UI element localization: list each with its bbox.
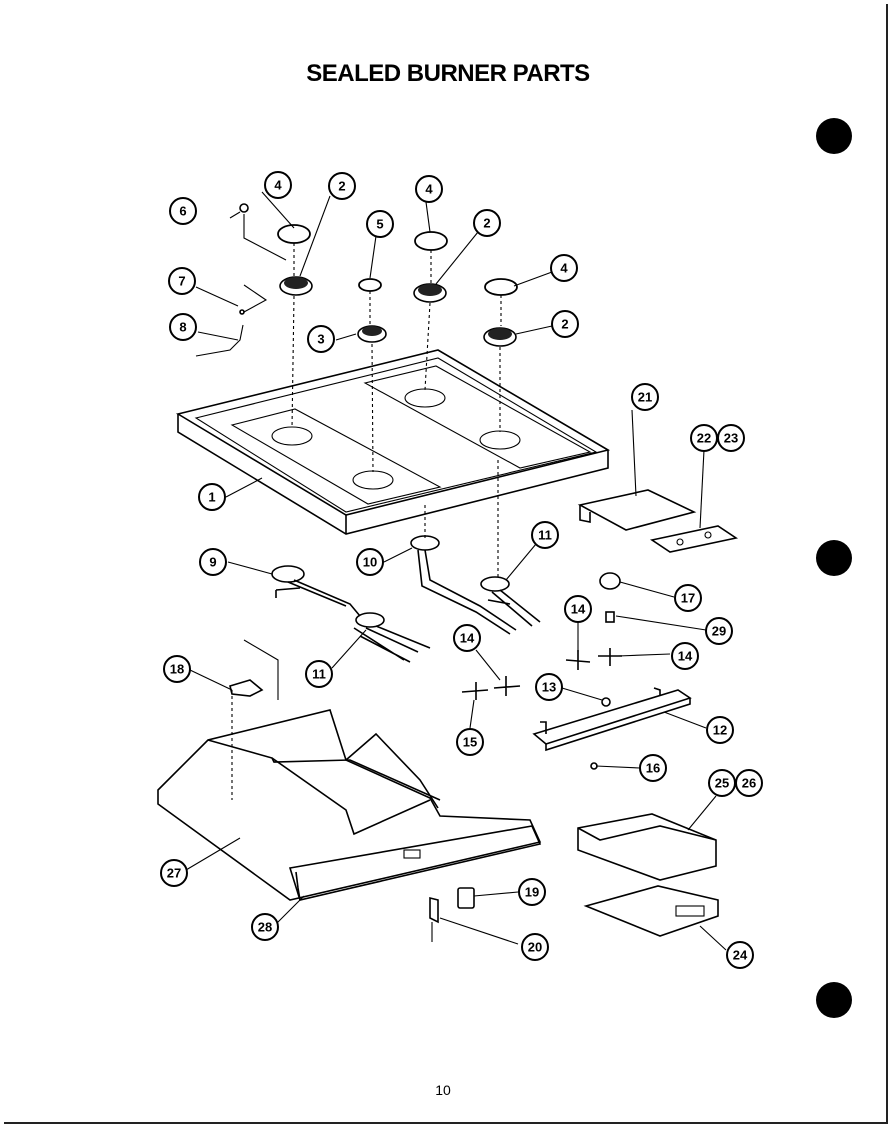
callout-16: 16 (639, 754, 667, 782)
cooktop-panel (175, 349, 611, 535)
binder-hole-middle (816, 540, 852, 576)
svg-text:27: 27 (167, 866, 181, 881)
svg-text:20: 20 (528, 940, 542, 955)
callout-3: 3 (307, 325, 335, 353)
bracket-18 (229, 639, 279, 700)
svg-text:16: 16 (646, 761, 660, 776)
callout-7: 7 (168, 267, 196, 295)
svg-text:23: 23 (724, 431, 738, 446)
callout-25: 25 (708, 769, 736, 797)
svg-text:11: 11 (312, 667, 326, 682)
assembly-guide-lines (231, 243, 502, 942)
callout-17: 17 (674, 584, 702, 612)
valve-parts (461, 572, 692, 770)
svg-text:14: 14 (460, 631, 475, 646)
callout-15: 15 (456, 728, 484, 756)
binder-hole-top (816, 118, 852, 154)
svg-text:4: 4 (425, 182, 433, 197)
svg-text:1: 1 (208, 490, 215, 505)
svg-text:15: 15 (463, 735, 477, 750)
svg-text:19: 19 (525, 885, 539, 900)
brackets (577, 489, 739, 553)
svg-text:6: 6 (179, 204, 186, 219)
svg-text:29: 29 (712, 624, 726, 639)
svg-text:4: 4 (560, 261, 568, 276)
callout-2-a: 2 (328, 172, 356, 200)
burner-tubes (271, 535, 541, 663)
svg-text:2: 2 (483, 216, 490, 231)
svg-text:5: 5 (376, 217, 383, 232)
callout-11-a: 11 (531, 521, 559, 549)
callout-9: 9 (199, 548, 227, 576)
svg-text:24: 24 (733, 948, 748, 963)
svg-text:9: 9 (209, 555, 216, 570)
svg-text:14: 14 (571, 602, 586, 617)
callout-21: 21 (631, 383, 659, 411)
svg-text:3: 3 (317, 332, 324, 347)
callout-8: 8 (169, 313, 197, 341)
callout-14-a: 14 (564, 595, 592, 623)
callout-23: 23 (717, 424, 745, 452)
svg-text:11: 11 (538, 528, 552, 543)
callout-5: 5 (366, 210, 394, 238)
callout-14-c: 14 (671, 642, 699, 670)
svg-text:4: 4 (274, 178, 282, 193)
binder-hole-bottom (816, 982, 852, 1018)
burner-heads (279, 276, 517, 347)
callout-29: 29 (705, 617, 733, 645)
callout-1: 1 (198, 483, 226, 511)
svg-text:21: 21 (638, 390, 652, 405)
svg-text:7: 7 (178, 274, 185, 289)
page-title: SEALED BURNER PARTS (306, 60, 590, 87)
callout-24: 24 (726, 941, 754, 969)
callout-19: 19 (518, 878, 546, 906)
callout-11-b: 11 (305, 660, 333, 688)
svg-text:12: 12 (713, 723, 727, 738)
callout-18: 18 (163, 655, 191, 683)
svg-text:2: 2 (561, 317, 568, 332)
callout-22: 22 (690, 424, 718, 452)
callout-4-a: 4 (264, 171, 292, 199)
callout-4-b: 4 (415, 175, 443, 203)
callout-6: 6 (169, 197, 197, 225)
svg-text:17: 17 (681, 591, 695, 606)
callout-2-b: 2 (473, 209, 501, 237)
callout-26: 26 (735, 769, 763, 797)
svg-text:8: 8 (179, 320, 186, 335)
callout-12: 12 (706, 716, 734, 744)
callout-28: 28 (251, 913, 279, 941)
svg-text:13: 13 (542, 680, 556, 695)
svg-text:18: 18 (170, 662, 184, 677)
svg-text:22: 22 (697, 431, 711, 446)
electrode-parts (195, 203, 287, 357)
callout-10: 10 (356, 548, 384, 576)
svg-text:10: 10 (363, 555, 377, 570)
callout-4-c: 4 (550, 254, 578, 282)
svg-text:14: 14 (678, 649, 693, 664)
callout-13: 13 (535, 673, 563, 701)
svg-text:26: 26 (742, 776, 756, 791)
callout-20: 20 (521, 933, 549, 961)
page-border (4, 4, 888, 1124)
switch-parts (429, 887, 475, 924)
callout-27: 27 (160, 859, 188, 887)
svg-text:28: 28 (258, 920, 272, 935)
burner-box (157, 709, 542, 901)
leader-lines (185, 191, 727, 951)
page-number: 10 (435, 1082, 451, 1098)
callout-2-c: 2 (551, 310, 579, 338)
svg-text:25: 25 (715, 776, 729, 791)
svg-text:2: 2 (338, 179, 345, 194)
junction-box (577, 813, 719, 937)
callout-14-b: 14 (453, 624, 481, 652)
